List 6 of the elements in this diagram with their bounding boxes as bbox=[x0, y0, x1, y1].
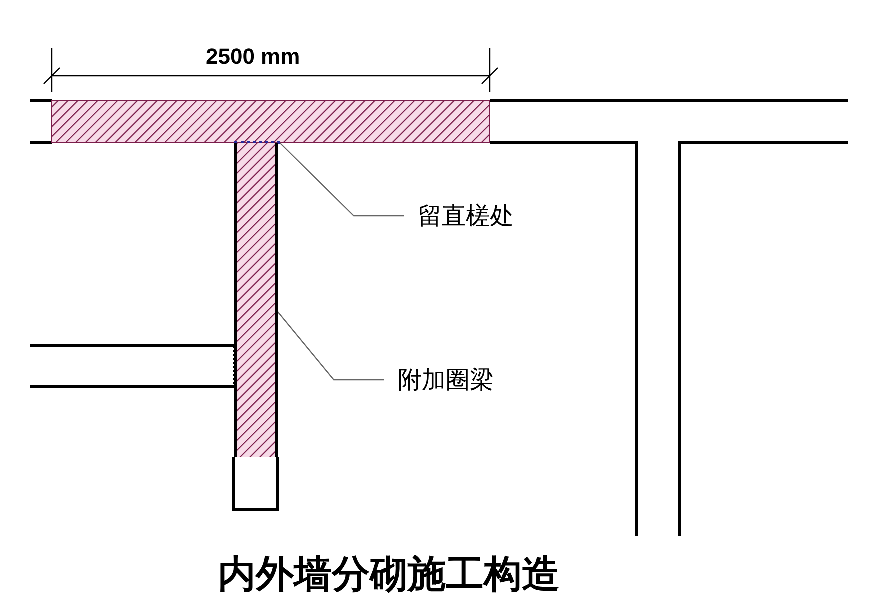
annotation-text: 附加圈梁 bbox=[398, 368, 494, 392]
leader-line bbox=[278, 312, 384, 381]
dimension-text: 2500 mm bbox=[206, 46, 300, 68]
ring-beam-hatch bbox=[234, 143, 278, 457]
diagram-title: 内外墙分砌施工构造 bbox=[218, 556, 560, 594]
annotation-text: 留直槎处 bbox=[418, 204, 514, 228]
